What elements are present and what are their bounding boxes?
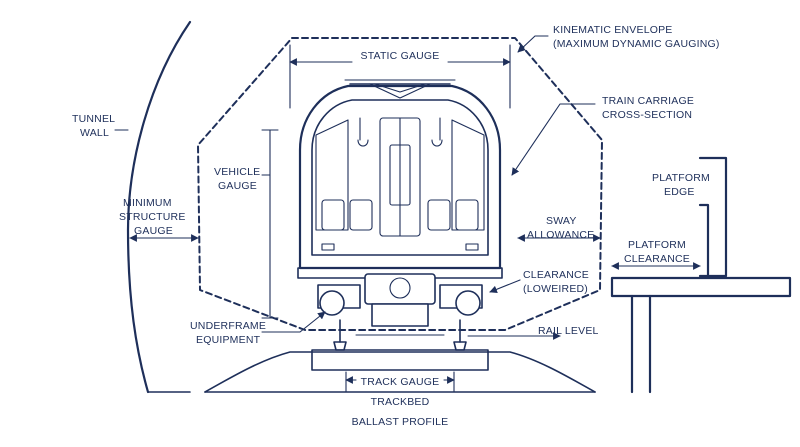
- bogie: [317, 273, 483, 343]
- label-clearance-2: (LOWEIRED): [523, 283, 588, 295]
- leader-carriage: [511, 103, 596, 176]
- platform: [610, 156, 792, 394]
- label-tunnel-2: WALL: [80, 127, 109, 139]
- label-vehicle-2: GAUGE: [218, 180, 257, 192]
- label-carriage-2: CROSS-SECTION: [602, 109, 692, 121]
- label-clearance-1: CLEARANCE: [523, 269, 589, 281]
- train-carriage: [297, 84, 503, 279]
- pantograph: [344, 79, 456, 99]
- static-gauge-dimension: [289, 44, 511, 109]
- track: [311, 332, 561, 371]
- label-track-gauge: TRACK GAUGE: [361, 376, 440, 388]
- label-platform-edge-1: PLATFORM: [652, 172, 710, 184]
- label-min-1: MINIMUM: [123, 197, 172, 209]
- label-plat-clear-1: PLATFORM: [628, 239, 686, 251]
- kinematic-envelope: [197, 37, 603, 331]
- tunnel-wall: [126, 20, 192, 394]
- label-min-2: STRUCTURE: [119, 211, 186, 223]
- label-ballast: BALLAST PROFILE: [352, 416, 449, 428]
- label-kinematic-1: KINEMATIC ENVELOPE: [553, 24, 673, 36]
- label-rail-level: RAIL LEVEL: [538, 325, 599, 337]
- label-underframe-1: UNDERFRAME: [190, 320, 266, 332]
- label-vehicle-1: VEHICLE: [214, 166, 260, 178]
- label-underframe-2: EQUIPMENT: [196, 334, 261, 346]
- label-tunnel-1: TUNNEL: [72, 113, 115, 125]
- leader-clearance: [489, 279, 521, 294]
- label-platform-edge-2: EDGE: [664, 186, 695, 198]
- label-static-gauge: STATIC GAUGE: [360, 50, 439, 62]
- label-min-3: GAUGE: [134, 225, 173, 237]
- label-trackbed: TRACKBED: [371, 396, 430, 408]
- label-kinematic-2: (MAXIMUM DYNAMIC GAUGING): [553, 38, 720, 50]
- leader-underframe: [261, 311, 326, 333]
- ballast-profile: [204, 351, 596, 393]
- label-sway-1: SWAY: [546, 215, 577, 227]
- label-carriage-1: TRAIN CARRIAGE: [602, 95, 694, 107]
- label-sway-2: ALLOWANCE: [527, 229, 594, 241]
- leader-kinematic: [517, 35, 549, 53]
- vehicle-gauge-dimension: [261, 129, 279, 319]
- label-plat-clear-2: CLEARANCE: [624, 253, 690, 265]
